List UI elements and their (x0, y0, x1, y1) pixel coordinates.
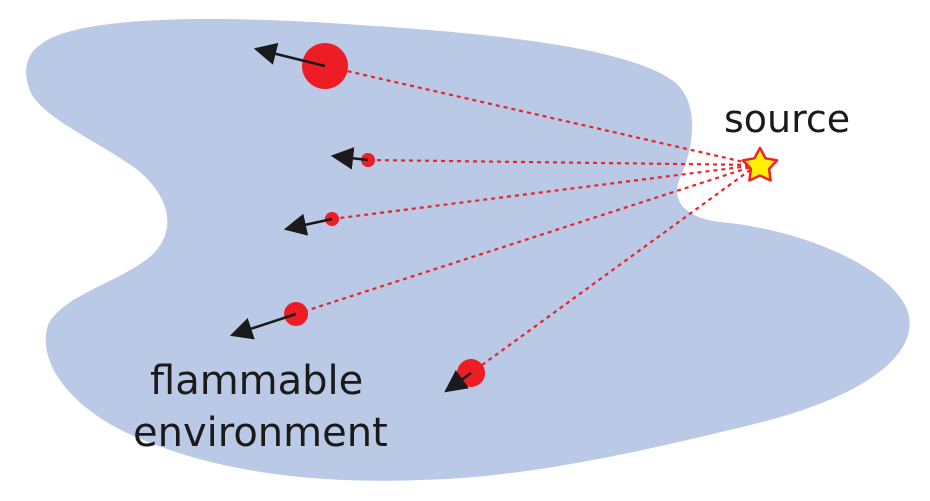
velocity-arrow (283, 213, 333, 236)
source-star-icon (741, 146, 779, 182)
trace-lines (295, 64, 758, 374)
trace-line (367, 158, 758, 167)
environment-label-line1: flammable (150, 358, 363, 404)
velocity-arrow (229, 312, 297, 340)
environment-label-line2: environment (133, 410, 388, 456)
velocity-arrow (330, 147, 369, 170)
trace-line (470, 164, 758, 374)
flammable-region (26, 19, 910, 481)
velocity-arrow (253, 42, 326, 68)
velocity-arrow (444, 370, 472, 393)
trace-line (324, 64, 758, 167)
trace-line (295, 163, 758, 316)
source-label: source (724, 97, 850, 141)
velocity-arrows (229, 42, 472, 393)
